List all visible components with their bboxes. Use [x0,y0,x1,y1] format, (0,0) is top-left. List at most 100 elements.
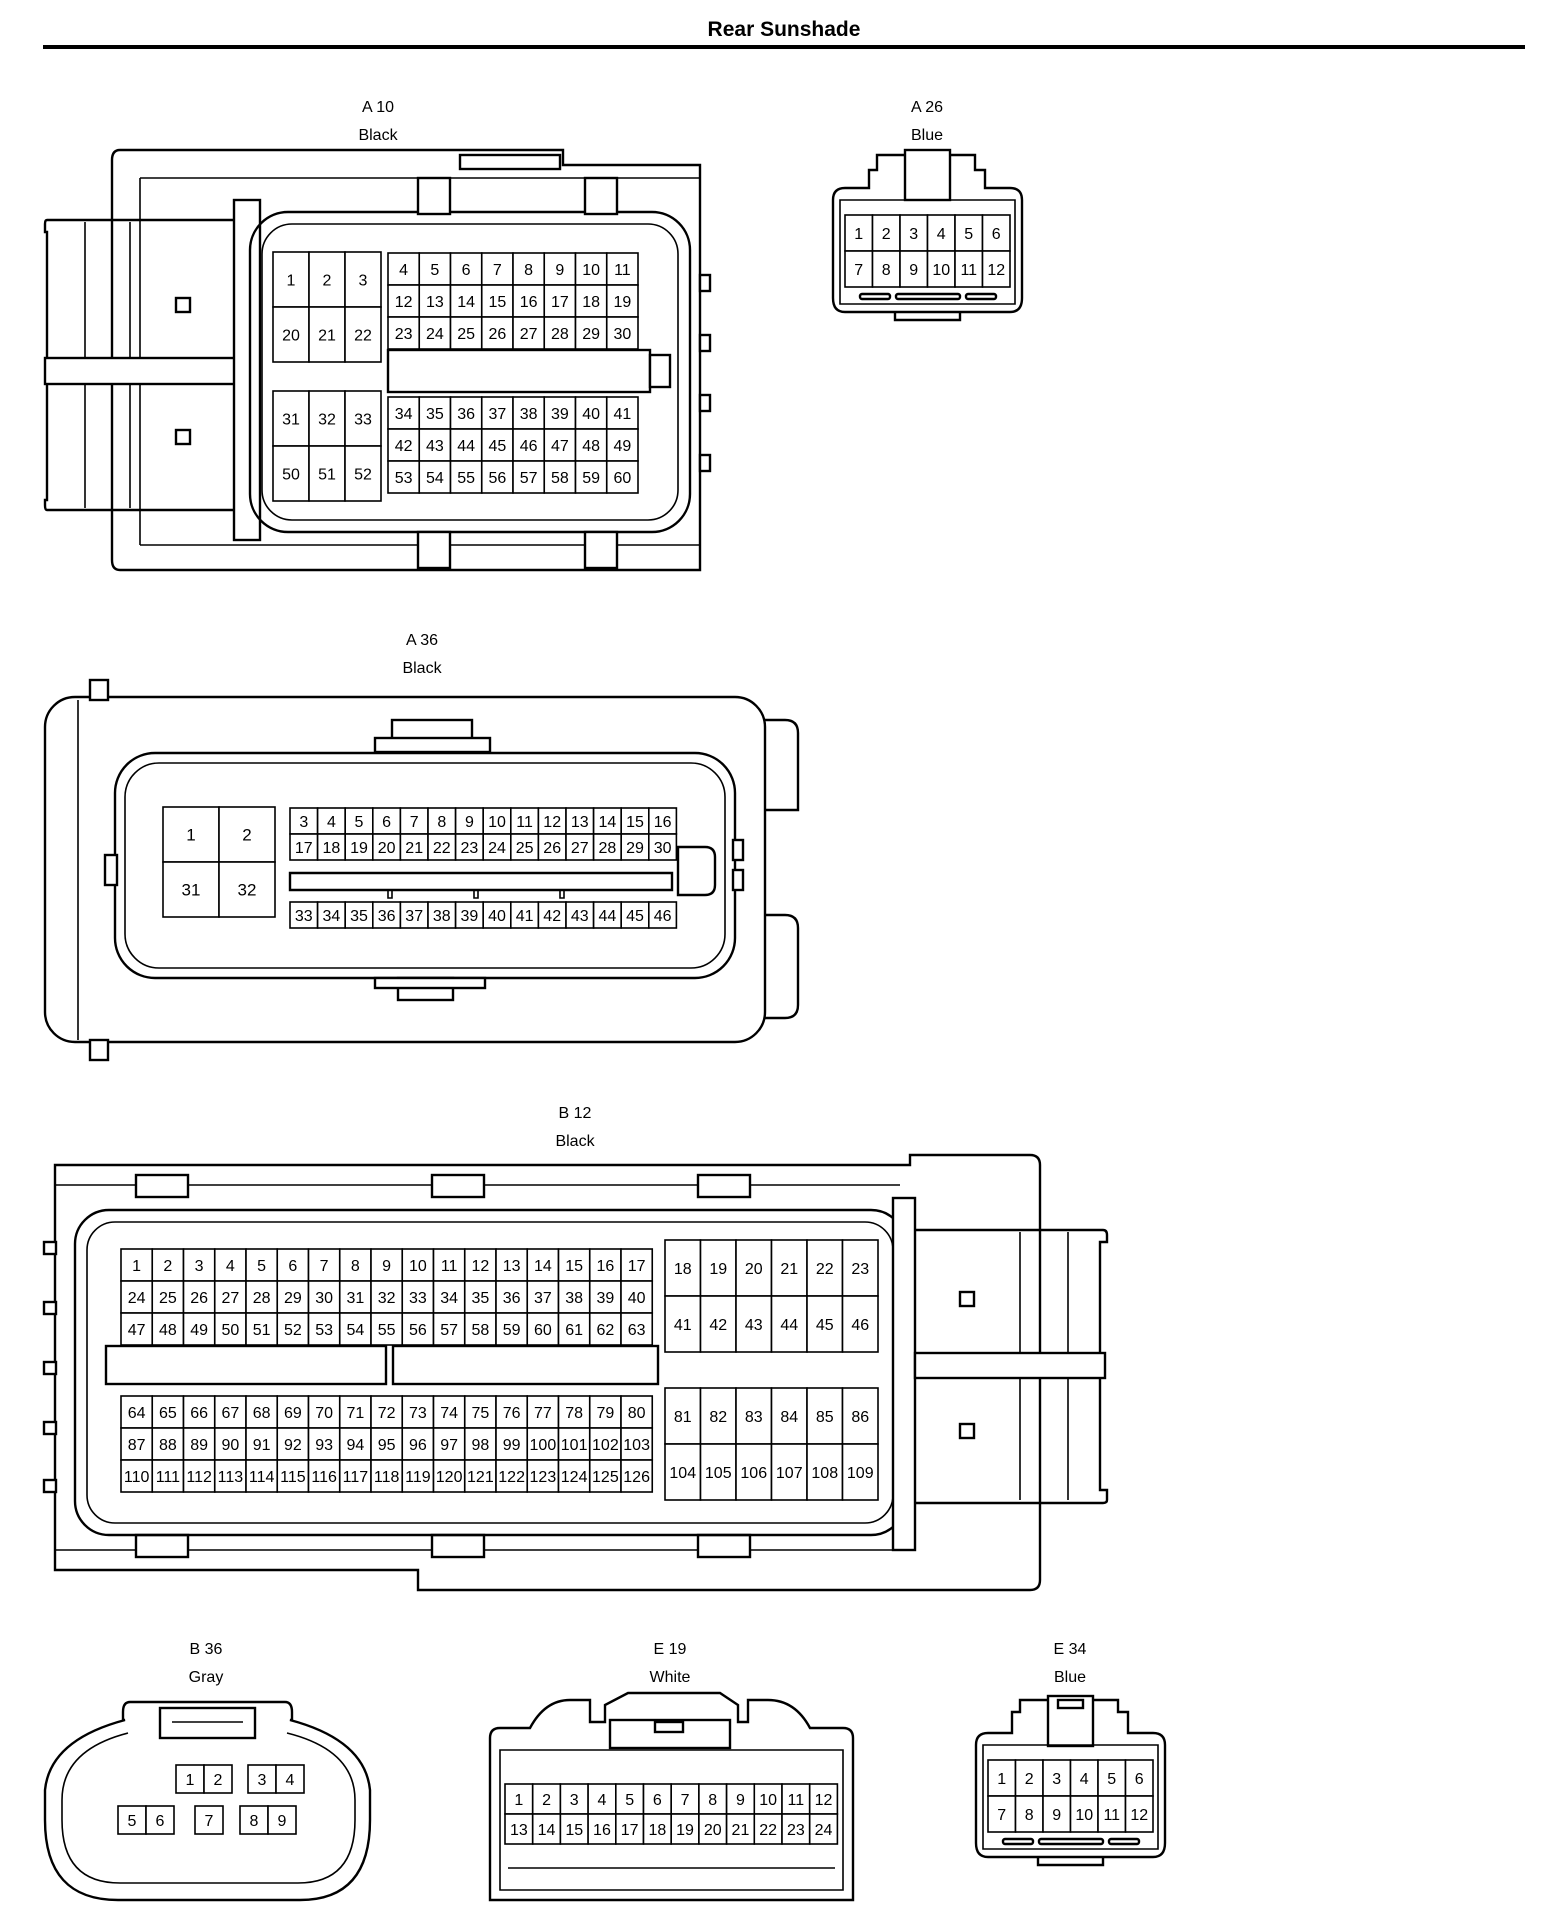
pin-cell [203,1764,233,1794]
a36-pin-16: 16 [654,814,672,831]
pin-cell [307,1427,341,1461]
a36-pin-23: 23 [461,840,479,857]
e19-pin-7: 7 [681,1792,690,1809]
a10-pin-18: 18 [582,294,600,311]
b12-pin-69: 69 [284,1405,302,1422]
pin-cell [647,833,678,861]
pin-cell [1014,1795,1044,1833]
b36-pin-7: 7 [205,1813,214,1830]
connector-e34-id: E 34 [1054,1641,1087,1658]
pin-cell [344,807,374,835]
pin-cell [454,833,485,861]
pin-cell [725,1813,756,1845]
a26-pin-9: 9 [909,262,918,279]
pin-cell [387,316,421,350]
pin-cell [276,1427,310,1461]
pin-cell [401,1312,435,1346]
a10-pin-35: 35 [426,406,444,423]
pin-cell [954,250,984,288]
e19-pin-17: 17 [621,1822,639,1839]
b12-pin-58: 58 [471,1322,489,1339]
b12-pin-33: 33 [409,1290,427,1307]
pin-cell [218,806,276,863]
a36-pin-1: 1 [186,826,195,845]
pin-cell [182,1312,216,1346]
b12-pin-59: 59 [503,1322,521,1339]
b12-pin-53: 53 [315,1322,333,1339]
pin-cell [770,1387,808,1445]
pin-cell [647,807,678,835]
b12-pin-68: 68 [253,1405,271,1422]
e19-pin-19: 19 [676,1822,694,1839]
b12-pin-100: 100 [530,1437,557,1454]
pin-cell [699,1295,737,1353]
a10-pin-48: 48 [582,438,600,455]
pin-cell [565,833,595,861]
a10-pin-46: 46 [520,438,538,455]
pin-cell [543,460,577,494]
b12-pin-72: 72 [378,1405,396,1422]
a10-pin-52: 52 [354,466,372,483]
b36-pin-8: 8 [250,1813,259,1830]
b12-pin-37: 37 [534,1290,552,1307]
e19-pin-9: 9 [736,1792,745,1809]
pin-cell [504,1783,534,1815]
e34-pin-9: 9 [1052,1807,1061,1824]
pin-cell [557,1280,591,1314]
e19-pin-4: 4 [597,1792,606,1809]
pin-cell [463,1427,497,1461]
a36-pin-34: 34 [323,908,341,925]
b12-pin-75: 75 [471,1405,489,1422]
b36-pin-3: 3 [258,1772,267,1789]
pin-cell [218,861,276,918]
a36-pin-7: 7 [410,814,419,831]
pin-cell [698,1783,728,1815]
a26-pin-7: 7 [854,262,863,279]
a10-pin-29: 29 [582,326,600,343]
pin-cell [213,1312,247,1346]
pin-cell [245,1459,279,1493]
b12-pin-4: 4 [226,1258,235,1275]
connector-a36-housing [43,678,800,1062]
b12-pin-74: 74 [440,1405,458,1422]
connector-b36-housing [43,1700,372,1902]
b36-pin-6: 6 [156,1813,165,1830]
pin-cell [338,1312,372,1346]
b36-pin-4: 4 [286,1772,295,1789]
b12-pin-6: 6 [288,1258,297,1275]
a36-pin-28: 28 [599,840,617,857]
e34-pin-1: 1 [997,1771,1006,1788]
e19-pin-6: 6 [653,1792,662,1809]
pin-cell [480,460,514,494]
b12-pin-109: 109 [847,1465,874,1482]
b12-pin-93: 93 [315,1437,333,1454]
pin-cell [245,1312,279,1346]
pin-cell [981,214,1011,252]
pin-cell [588,1395,622,1429]
a10-pin-39: 39 [551,406,569,423]
connector-e34-housing [974,1694,1167,1867]
pin-cell [605,316,639,350]
pin-cell [543,428,577,462]
b12-pin-101: 101 [561,1437,588,1454]
a10-pin-53: 53 [395,470,413,487]
e19-pin-16: 16 [593,1822,611,1839]
a10-pin-59: 59 [582,470,600,487]
a36-pin-26: 26 [543,840,561,857]
b12-pin-77: 77 [534,1405,552,1422]
b12-pin-92: 92 [284,1437,302,1454]
b12-pin-19: 19 [709,1261,727,1278]
e19-pin-23: 23 [787,1822,805,1839]
pin-cell [182,1459,216,1493]
b12-pin-21: 21 [780,1261,798,1278]
b12-pin-22: 22 [816,1261,834,1278]
pin-cell [289,833,319,861]
pin-cell [308,306,346,363]
